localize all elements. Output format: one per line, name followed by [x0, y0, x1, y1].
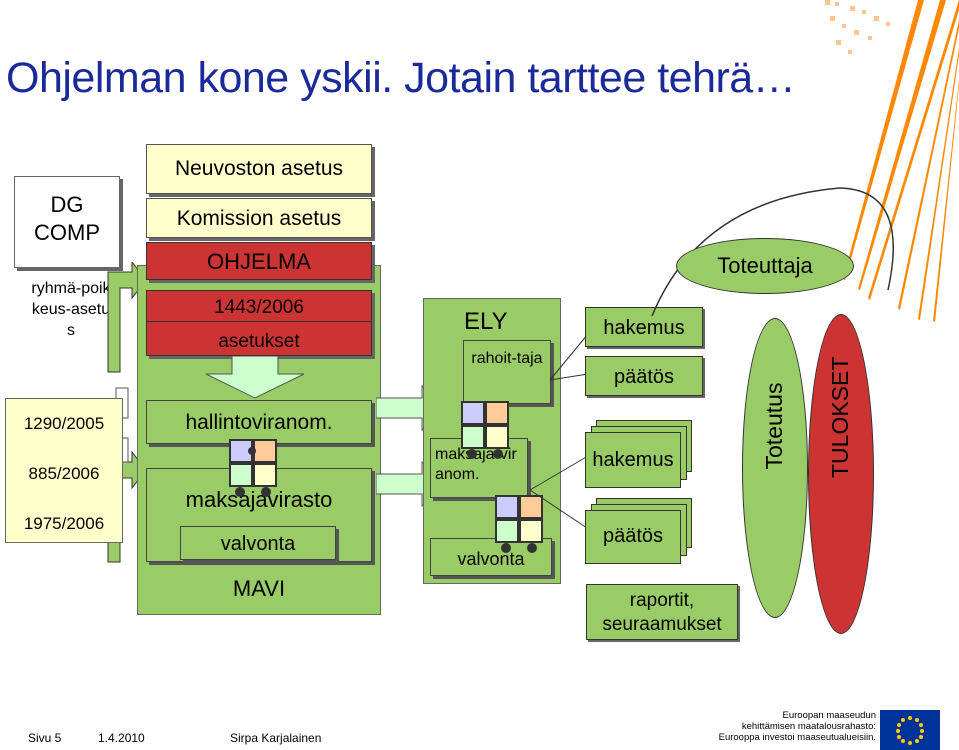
toteuttaja-oval: Toteuttaja: [676, 238, 854, 294]
ely-label: ELY: [464, 308, 508, 335]
eu-line-1: Euroopan maaseudun: [782, 710, 877, 721]
ely-flow-lines: [529, 333, 591, 531]
toteutus-label: Toteutus: [761, 382, 787, 470]
paatos-doc: päätös: [585, 356, 703, 396]
toteutus-oval: [742, 318, 808, 618]
komission-label: Komission asetus: [176, 207, 342, 230]
komission-asetus-box: Komission asetus: [146, 198, 372, 238]
hakemus-doc: hakemus: [585, 307, 703, 347]
valvonta-box: valvonta: [180, 526, 336, 560]
raportit-box: raportit, seuraamukset: [586, 584, 738, 640]
ryhma-poikkeus-label: ryhmä-poikkeus-asetus: [31, 280, 111, 339]
dg-comp-box: DG COMP: [14, 176, 120, 268]
asetus-number: 1443/2006: [214, 297, 304, 318]
regs-box: [5, 398, 123, 543]
footer-author: Sirpa Karjalainen: [230, 731, 322, 745]
valvonta-label: valvonta: [220, 533, 296, 555]
asetukset-box: 1443/2006 asetukset: [146, 290, 372, 356]
reg-885: 885/2006: [28, 464, 100, 483]
eu-flag-icon: [880, 710, 940, 750]
paatos-stack-doc: päätös: [585, 510, 681, 564]
rahoittaja-label: rahoit-taja: [471, 350, 543, 367]
maksajavirasto-label: maksajavirasto: [185, 487, 333, 512]
hallinto-label: hallintoviranom.: [185, 411, 333, 434]
page-title: Ohjelman kone yskii. Jotain tarttee tehr…: [6, 54, 796, 102]
reg-1975: 1975/2006: [23, 514, 105, 533]
paatos-label: päätös: [613, 366, 675, 388]
eu-line-2: kehittämisen maatalousrahasto:: [741, 721, 876, 732]
tulokset-label: TULOKSET: [827, 356, 853, 478]
paatos-stack-label: päätös: [602, 525, 664, 547]
dg-comp-label: DG COMP: [34, 192, 100, 245]
toteuttaja-label: Toteuttaja: [717, 253, 813, 278]
ohjelma-bar: OHJELMA: [146, 242, 372, 280]
mavi-label: MAVI: [232, 576, 286, 601]
down-arrow: [205, 356, 305, 399]
footer-page: Sivu 5: [28, 731, 62, 745]
eu-line-3: Eurooppa investoi maaseutualueisiin.: [718, 732, 876, 743]
neuvoston-label: Neuvoston asetus: [174, 157, 344, 180]
hallintoviranom-box: hallintoviranom.: [146, 400, 372, 444]
raportit-label: raportit, seuraamukset: [602, 590, 722, 635]
neuvoston-asetus-box: Neuvoston asetus: [146, 144, 372, 194]
tulokset-oval: [808, 314, 874, 634]
rahoittaja-box: rahoit-taja: [463, 340, 551, 404]
ohjelma-label: OHJELMA: [207, 249, 311, 274]
hakemus-stack-label: hakemus: [592, 449, 674, 471]
puzzle-icon: [229, 439, 277, 497]
footer-date: 1.4.2010: [98, 731, 145, 745]
eu-text: Euroopan maaseudun kehittämisen maatalou…: [666, 710, 876, 743]
puzzle-icon: [461, 401, 509, 459]
reg-1290: 1290/2005: [23, 414, 105, 433]
hakemus-label: hakemus: [603, 317, 685, 339]
puzzle-icon: [495, 495, 543, 553]
ely-valvonta-label: valvonta: [457, 549, 525, 569]
asetukset-label: asetukset: [218, 331, 300, 352]
hakemus-stack-doc: hakemus: [585, 432, 681, 488]
